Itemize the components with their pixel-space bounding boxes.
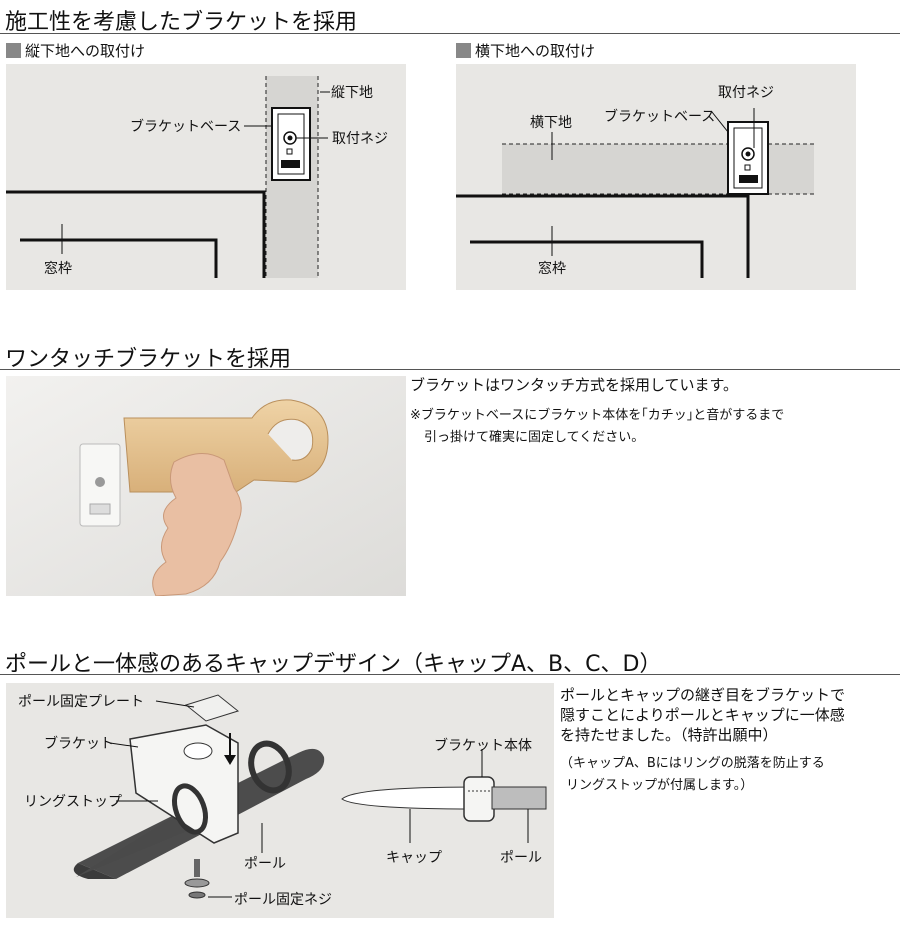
section1-title: 施工性を考慮したブラケットを採用 <box>5 10 358 35</box>
left-subtitle: 縦下地への取付け <box>6 40 145 61</box>
label-ring-stop: リングストップ <box>24 794 122 810</box>
label-pole-fixing-screw: ポール固定ネジ <box>234 892 332 908</box>
section2-rule <box>0 369 900 370</box>
label-vertical-stud: 縦下地 <box>331 85 373 101</box>
left-subtitle-text: 縦下地への取付け <box>25 42 146 60</box>
vertical-stud-diagram: 縦下地 ブラケットベース 取付ネジ 窓枠 <box>6 64 406 290</box>
cap-note-1: （キャップA、Bにはリングの脱落を防止する <box>560 756 825 771</box>
square-bullet-icon <box>456 43 471 58</box>
cap-desc-2: 隠すことによりポールとキャップに一体感 <box>560 706 845 724</box>
cap-desc-1: ポールとキャップの継ぎ目をブラケットで <box>560 686 846 704</box>
label-window-frame: 窓枠 <box>44 261 72 277</box>
section1-rule <box>0 33 900 34</box>
label-horizontal-stud: 横下地 <box>530 115 572 131</box>
one-touch-lead: ブラケットはワンタッチ方式を採用しています。 <box>410 376 739 394</box>
label-cap: キャップ <box>386 850 442 866</box>
label-bracket-base: ブラケットベース <box>130 119 242 135</box>
cap-design-drawing <box>73 694 547 899</box>
label-pole-right: ポール <box>500 850 542 866</box>
label-mounting-screw-right: 取付ネジ <box>718 85 774 101</box>
label-pole-fixing-plate: ポール固定プレート <box>18 694 144 710</box>
one-touch-note-1: ※ブラケットベースにブラケット本体を｢カチッ｣と音がするまで <box>410 408 785 423</box>
section3-rule <box>0 674 900 675</box>
section2-title: ワンタッチブラケットを採用 <box>5 347 292 372</box>
right-subtitle: 横下地への取付け <box>456 40 595 61</box>
one-touch-photo <box>6 376 406 597</box>
label-pole: ポール <box>244 856 286 872</box>
square-bullet-icon <box>6 43 21 58</box>
horizontal-stud-drawing <box>456 108 814 278</box>
one-touch-photo-drawing <box>6 376 406 597</box>
cap-design-diagram: ポール固定プレート ブラケット リングストップ ポール ポール固定ネジ ブラケッ… <box>6 683 554 918</box>
label-mounting-screw: 取付ネジ <box>332 131 388 147</box>
label-bracket-base-right: ブラケットベース <box>604 109 716 125</box>
label-bracket: ブラケット <box>44 736 114 752</box>
one-touch-note-2: 引っ掛けて確実に固定してください。 <box>424 430 645 445</box>
cap-desc-3: を持たせました。（特許出願中） <box>560 726 778 744</box>
horizontal-stud-diagram: 取付ネジ ブラケットベース 横下地 窓枠 <box>456 64 856 290</box>
section3-title: ポールと一体感のあるキャップデザイン（キャップA、B、C、D） <box>5 652 662 677</box>
label-bracket-body: ブラケット本体 <box>434 738 532 754</box>
vertical-stud-drawing <box>6 76 330 278</box>
right-subtitle-text: 横下地への取付け <box>475 42 596 60</box>
cap-note-2: リングストップが付属します。） <box>566 778 754 793</box>
label-window-frame-right: 窓枠 <box>538 261 566 277</box>
